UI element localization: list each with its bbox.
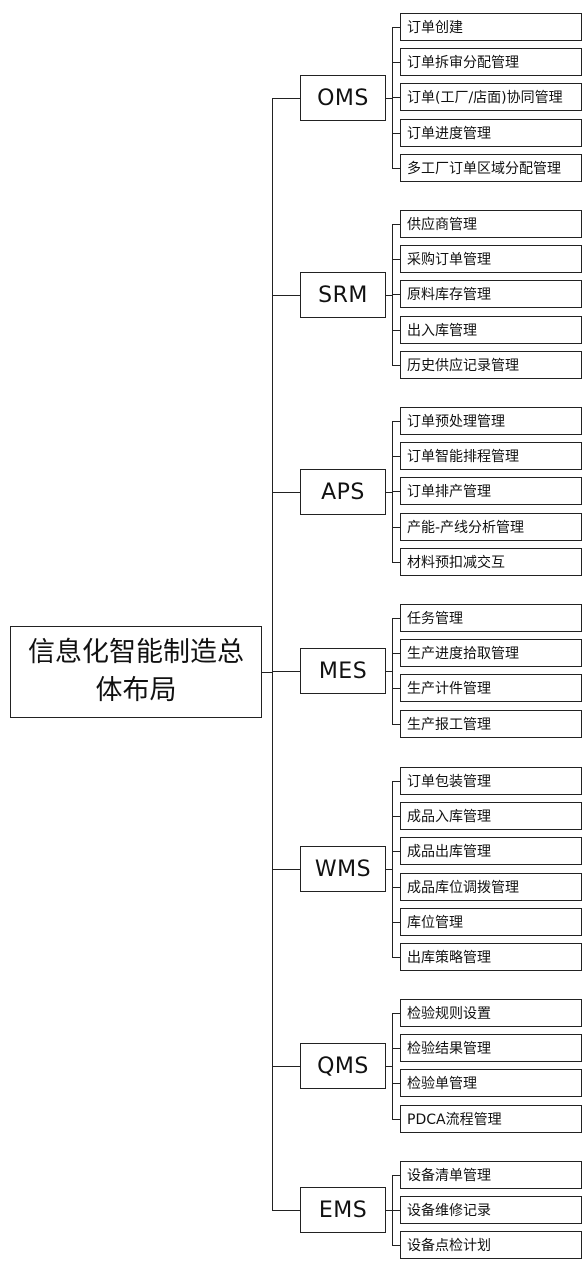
sub-connector	[392, 168, 400, 169]
submodule-box: 产能-产线分析管理	[400, 513, 582, 541]
sub-connector	[392, 1210, 400, 1211]
submodule-box: 生产进度拾取管理	[400, 639, 582, 667]
branch-line	[392, 421, 393, 563]
submodule-box: 采购订单管理	[400, 245, 582, 273]
module-to-branch-connector	[386, 492, 392, 493]
module-to-branch-connector	[386, 671, 392, 672]
submodule-box: 成品库位调拨管理	[400, 873, 582, 901]
sub-connector	[392, 1013, 400, 1014]
sub-connector	[392, 491, 400, 492]
sub-connector	[392, 365, 400, 366]
module-aps-box: APS	[300, 469, 386, 515]
sub-connector	[392, 259, 400, 260]
branch-line	[392, 618, 393, 725]
sub-connector	[392, 294, 400, 295]
sub-connector	[392, 527, 400, 528]
sub-connector	[392, 724, 400, 725]
submodule-box: 成品入库管理	[400, 802, 582, 830]
sub-connector	[392, 1119, 400, 1120]
trunk-to-module-connector	[272, 671, 300, 672]
submodule-box: 检验规则设置	[400, 999, 582, 1027]
submodule-box: 成品出库管理	[400, 837, 582, 865]
submodule-box: 供应商管理	[400, 210, 582, 238]
submodule-box: 订单智能排程管理	[400, 442, 582, 470]
submodule-box: 出入库管理	[400, 316, 582, 344]
module-to-branch-connector	[386, 1066, 392, 1067]
sub-connector	[392, 62, 400, 63]
branch-line	[392, 224, 393, 366]
trunk-to-module-connector	[272, 98, 300, 99]
module-ems-box: EMS	[300, 1187, 386, 1233]
module-oms-box: OMS	[300, 75, 386, 121]
sub-connector	[392, 1083, 400, 1084]
trunk-to-module-connector	[272, 1210, 300, 1211]
submodule-box: 任务管理	[400, 604, 582, 632]
submodule-box: 库位管理	[400, 908, 582, 936]
sub-connector	[392, 421, 400, 422]
sub-connector	[392, 330, 400, 331]
submodule-box: 设备清单管理	[400, 1161, 582, 1189]
module-to-branch-connector	[386, 98, 392, 99]
root-connector	[262, 672, 272, 673]
submodule-box: 订单预处理管理	[400, 407, 582, 435]
submodule-box: 历史供应记录管理	[400, 351, 582, 379]
submodule-box: 检验单管理	[400, 1069, 582, 1097]
module-to-branch-connector	[386, 869, 392, 870]
module-srm-box: SRM	[300, 272, 386, 318]
module-wms-box: WMS	[300, 846, 386, 892]
trunk-to-module-connector	[272, 1066, 300, 1067]
branch-line	[392, 27, 393, 169]
module-qms-box: QMS	[300, 1043, 386, 1089]
sub-connector	[392, 688, 400, 689]
submodule-box: 设备点检计划	[400, 1231, 582, 1259]
trunk-to-module-connector	[272, 295, 300, 296]
submodule-box: 检验结果管理	[400, 1034, 582, 1062]
submodule-box: 出库策略管理	[400, 943, 582, 971]
submodule-box: 生产计件管理	[400, 674, 582, 702]
submodule-box: 订单拆审分配管理	[400, 48, 582, 76]
sub-connector	[392, 887, 400, 888]
submodule-box: PDCA流程管理	[400, 1105, 582, 1133]
root-node: 信息化智能制造总体布局	[10, 626, 262, 718]
trunk-to-module-connector	[272, 492, 300, 493]
sub-connector	[392, 618, 400, 619]
sub-connector	[392, 816, 400, 817]
submodule-box: 原料库存管理	[400, 280, 582, 308]
module-mes-box: MES	[300, 648, 386, 694]
submodule-box: 订单(工厂/店面)协同管理	[400, 83, 582, 111]
sub-connector	[392, 781, 400, 782]
sub-connector	[392, 922, 400, 923]
branch-line	[392, 1175, 393, 1246]
trunk-line	[272, 98, 273, 1211]
sub-connector	[392, 957, 400, 958]
submodule-box: 生产报工管理	[400, 710, 582, 738]
sub-connector	[392, 456, 400, 457]
submodule-box: 订单进度管理	[400, 119, 582, 147]
sub-connector	[392, 27, 400, 28]
sub-connector	[392, 851, 400, 852]
submodule-box: 多工厂订单区域分配管理	[400, 154, 582, 182]
sub-connector	[392, 1245, 400, 1246]
sub-connector	[392, 1048, 400, 1049]
sub-connector	[392, 133, 400, 134]
submodule-box: 订单排产管理	[400, 477, 582, 505]
module-to-branch-connector	[386, 295, 392, 296]
sub-connector	[392, 224, 400, 225]
sub-connector	[392, 1175, 400, 1176]
submodule-box: 订单创建	[400, 13, 582, 41]
sub-connector	[392, 653, 400, 654]
module-to-branch-connector	[386, 1210, 392, 1211]
submodule-box: 订单包装管理	[400, 767, 582, 795]
branch-line	[392, 781, 393, 958]
submodule-box: 材料预扣减交互	[400, 548, 582, 576]
trunk-to-module-connector	[272, 869, 300, 870]
sub-connector	[392, 97, 400, 98]
submodule-box: 设备维修记录	[400, 1196, 582, 1224]
branch-line	[392, 1013, 393, 1120]
sub-connector	[392, 562, 400, 563]
